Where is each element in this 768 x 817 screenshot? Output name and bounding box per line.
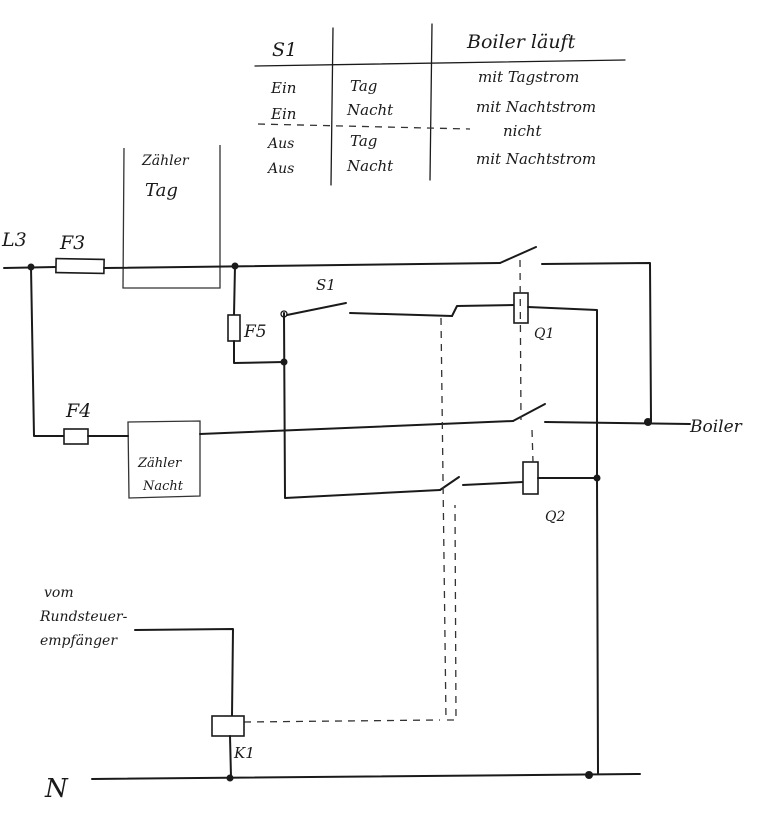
table-r4-s1: Aus bbox=[266, 161, 294, 177]
table-r1-result: mit Tagstrom bbox=[478, 68, 579, 86]
linkage-k1-coil bbox=[243, 719, 441, 723]
table-header-rule bbox=[254, 59, 626, 67]
meter-day-label-2: Tag bbox=[145, 180, 178, 201]
junction-n-k1 bbox=[226, 774, 234, 782]
truth-table: S1 Boiler läuft Ein Tag mit Tagstrom Ein… bbox=[254, 23, 626, 186]
junction-n-right bbox=[585, 771, 593, 779]
coil-q2 bbox=[522, 461, 539, 495]
label-boiler: Boiler bbox=[689, 417, 743, 437]
table-r2-result: mit Nachtstrom bbox=[476, 98, 596, 116]
wire-f5-bottom bbox=[233, 340, 285, 364]
table-r3-mode: Tag bbox=[350, 132, 377, 150]
label-f4: F4 bbox=[65, 400, 91, 422]
wire-q1-to-boiler bbox=[541, 262, 652, 422]
table-dashed-rule bbox=[257, 123, 471, 130]
table-r2-mode: Nacht bbox=[346, 101, 394, 119]
linkage-q2 bbox=[531, 429, 534, 463]
table-r3-result: nicht bbox=[503, 122, 543, 140]
receiver-label-2: Rundsteuer- bbox=[39, 609, 128, 625]
meter-night-label-1: Zähler bbox=[137, 456, 182, 471]
label-q1: Q1 bbox=[534, 326, 554, 342]
table-header-boiler: Boiler läuft bbox=[466, 31, 576, 53]
junction-boiler bbox=[644, 418, 652, 426]
meter-night-box bbox=[127, 420, 201, 499]
linkage-k1 bbox=[440, 317, 457, 721]
table-r3-s1: Aus bbox=[266, 136, 294, 152]
wire-to-q2 bbox=[462, 481, 524, 486]
receiver-label-3: empfänger bbox=[40, 633, 118, 649]
linkage-q1 bbox=[519, 259, 522, 421]
wire-night-rail bbox=[199, 420, 514, 435]
table-r2-s1: Ein bbox=[270, 105, 296, 123]
label-n: N bbox=[44, 774, 69, 804]
table-r1-mode: Tag bbox=[350, 77, 377, 95]
fuse-f5 bbox=[227, 314, 241, 342]
switch-s1-blade bbox=[286, 302, 347, 316]
receiver-label-1: vom bbox=[44, 585, 74, 601]
wire-control-bus bbox=[283, 312, 441, 499]
label-k1: K1 bbox=[233, 744, 255, 762]
meter-night-label-2: Nacht bbox=[142, 479, 184, 494]
junction-q2-return bbox=[593, 474, 601, 482]
table-header-s1: S1 bbox=[272, 39, 297, 61]
fuse-f4 bbox=[63, 428, 89, 445]
junction-l3 bbox=[27, 263, 35, 271]
wire-top-rail bbox=[103, 262, 501, 269]
table-r1-s1: Ein bbox=[270, 79, 296, 97]
label-s1: S1 bbox=[316, 276, 336, 294]
contact-q2-main bbox=[512, 403, 546, 422]
table-divider-1 bbox=[330, 27, 334, 186]
wire-l3-branch bbox=[30, 266, 65, 437]
wire-boiler-out bbox=[544, 421, 691, 425]
wire-q1-coil-return bbox=[527, 306, 598, 479]
wire-f5-top bbox=[233, 265, 236, 316]
table-r4-result: mit Nachtstrom bbox=[476, 150, 596, 168]
contact-k1-upper bbox=[451, 304, 516, 317]
wire-k1-to-n bbox=[229, 735, 232, 778]
wire-receiver bbox=[134, 628, 234, 717]
fuse-f3 bbox=[55, 257, 105, 275]
wire-s1-out bbox=[349, 312, 453, 317]
junction-top-rail bbox=[231, 262, 239, 270]
wire-neutral bbox=[91, 773, 641, 780]
label-f5: F5 bbox=[243, 322, 267, 342]
label-f3: F3 bbox=[59, 232, 85, 254]
meter-day-box bbox=[122, 145, 221, 289]
table-divider-2 bbox=[429, 23, 433, 181]
label-q2: Q2 bbox=[545, 509, 565, 525]
contact-q1-main bbox=[499, 246, 537, 264]
junction-control bbox=[280, 358, 288, 366]
meter-day-label-1: Zähler bbox=[141, 153, 190, 169]
label-l3: L3 bbox=[1, 229, 27, 251]
table-r4-mode: Nacht bbox=[346, 157, 394, 175]
coil-k1 bbox=[211, 715, 245, 737]
